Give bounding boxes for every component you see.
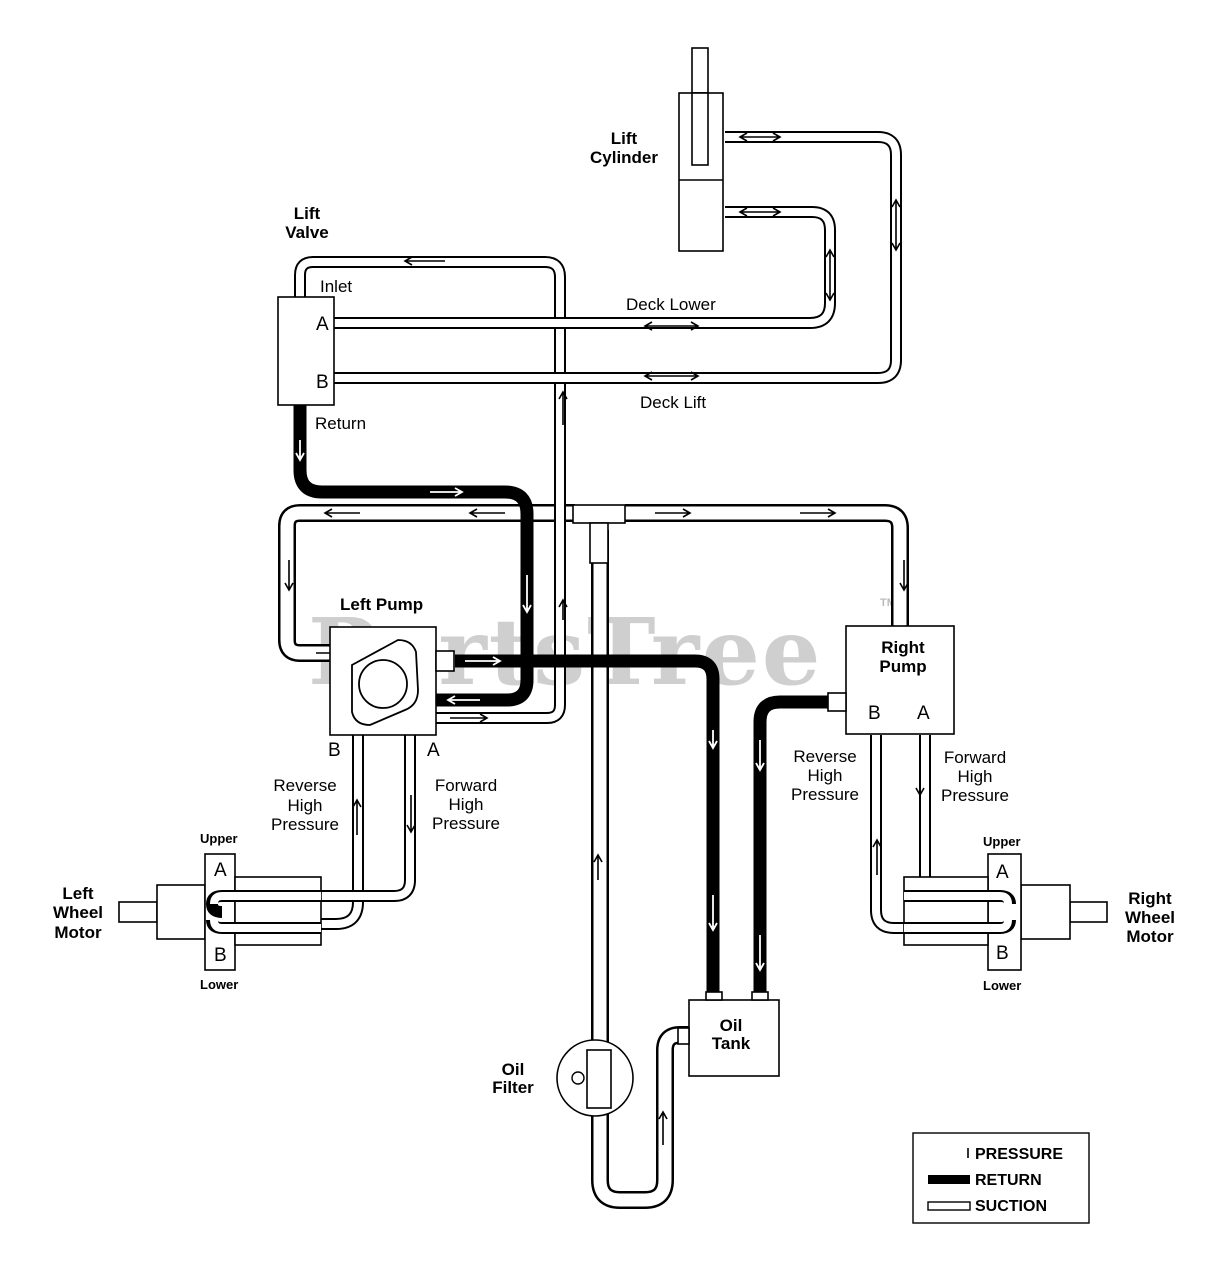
label-left-pump: Left Pump bbox=[340, 595, 423, 614]
label-inlet: Inlet bbox=[320, 277, 352, 296]
left-pump-port-a: A bbox=[427, 740, 440, 761]
right-motor-lower: Lower bbox=[983, 978, 1021, 993]
right-motor-port-a: A bbox=[996, 862, 1009, 883]
return-lines bbox=[293, 405, 828, 998]
lift-cylinder bbox=[678, 47, 724, 252]
oil-filter bbox=[556, 1039, 634, 1117]
left-motor-port-b: B bbox=[214, 945, 227, 966]
left-motor-upper: Upper bbox=[200, 831, 238, 846]
left-pump-port-b: B bbox=[328, 740, 341, 761]
legend-return-label: RETURN bbox=[975, 1172, 1042, 1189]
motor-port-lines bbox=[206, 890, 1016, 934]
right-motor-upper: Upper bbox=[983, 834, 1021, 849]
left-motor-lower: Lower bbox=[200, 977, 238, 992]
right-motor-port-b: B bbox=[996, 943, 1009, 964]
left-motor-port-a: A bbox=[214, 860, 227, 881]
valve-port-b: B bbox=[316, 372, 329, 393]
legend: PRESSURE RETURN SUCTION bbox=[912, 1132, 1090, 1224]
label-deck-lower: Deck Lower bbox=[626, 295, 716, 314]
legend-suction-swatch bbox=[927, 1201, 971, 1211]
right-pump-port-b: B bbox=[868, 703, 881, 724]
legend-pressure-label: PRESSURE bbox=[975, 1146, 1063, 1163]
right-pump bbox=[827, 625, 955, 735]
suction-lines bbox=[278, 504, 909, 1209]
left-pump bbox=[329, 626, 455, 736]
label-return: Return bbox=[315, 414, 366, 433]
legend-suction-label: SUCTION bbox=[975, 1198, 1047, 1215]
oil-tank bbox=[677, 991, 780, 1077]
valve-port-a: A bbox=[316, 314, 329, 335]
pressure-lines bbox=[222, 131, 1000, 934]
return-flow-arrows bbox=[295, 440, 765, 972]
tee-junction bbox=[572, 504, 626, 564]
legend-return-swatch bbox=[928, 1175, 970, 1184]
right-pump-port-a: A bbox=[917, 703, 930, 724]
label-deck-lift: Deck Lift bbox=[640, 393, 706, 412]
lift-valve bbox=[277, 296, 335, 406]
lift-cylinder-line1: Lift bbox=[611, 129, 638, 148]
